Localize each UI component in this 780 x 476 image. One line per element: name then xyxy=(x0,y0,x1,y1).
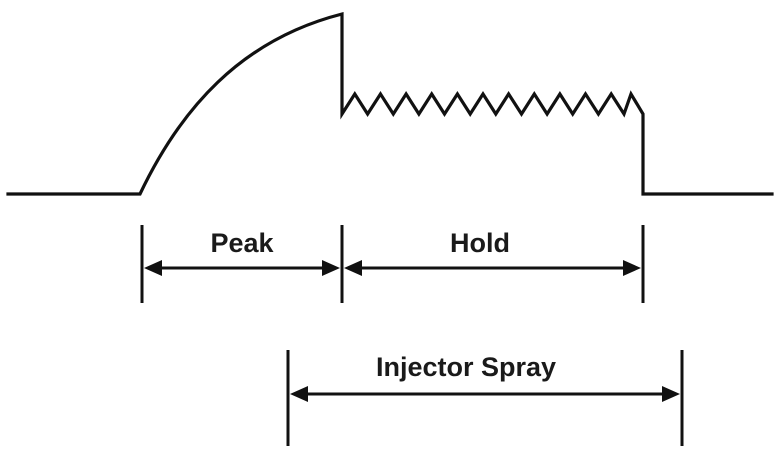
peak-arrow-left-head xyxy=(144,260,162,276)
peak-arrow-right-head xyxy=(322,260,340,276)
hold-dimension-arrow xyxy=(344,260,641,276)
hold-arrow-right-head xyxy=(623,260,641,276)
spray-arrow-right-head xyxy=(662,386,680,402)
spray-arrow-left-head xyxy=(290,386,308,402)
hold-label: Hold xyxy=(450,228,510,258)
spray-dimension-arrow xyxy=(290,386,680,402)
peak-label: Peak xyxy=(210,228,274,258)
peak-dimension-arrow xyxy=(144,260,340,276)
current-waveform xyxy=(6,11,774,196)
hold-arrow-left-head xyxy=(344,260,362,276)
injector-spray-label: Injector Spray xyxy=(376,352,556,382)
